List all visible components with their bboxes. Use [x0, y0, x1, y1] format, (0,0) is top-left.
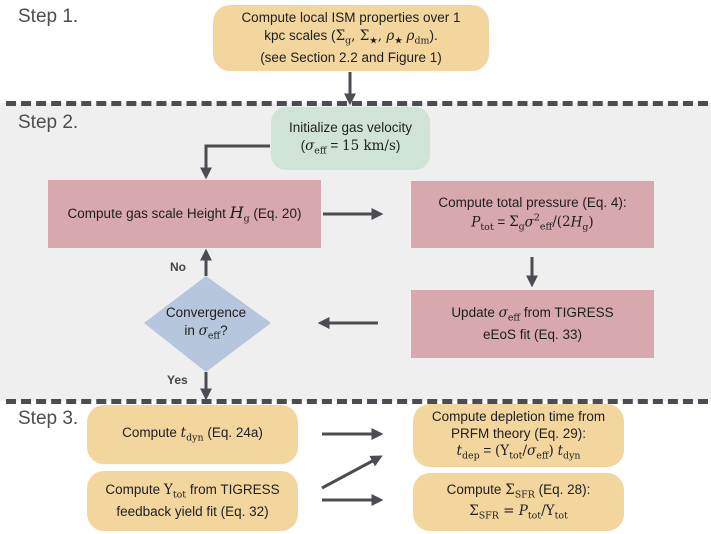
convergence-line1: Convergence: [165, 305, 247, 321]
arrow-yield-to-depletion: [321, 455, 383, 490]
depletion-line1: Compute depletion time from: [431, 408, 606, 424]
no-label: No: [170, 260, 186, 274]
init-line1: Initialize gas velocity: [288, 119, 413, 135]
height-line: Compute gas scale Height Hg (Eq. 20): [67, 202, 302, 225]
yes-label: Yes: [167, 373, 188, 387]
sfr-formula: ΣSFR = Ptot/Υtot: [469, 503, 568, 522]
pressure-formula: Ptot = Σgσ2eff/(2Hg): [471, 212, 594, 233]
ism-line1: Compute local ISM properties over 1: [241, 10, 461, 26]
convergence-line2: in σeff?: [184, 323, 228, 343]
tdyn-box: Compute tdyn (Eq. 24a): [87, 405, 298, 464]
yield-line1: Compute Υtot from TIGRESS: [105, 482, 280, 501]
depletion-line2: PRFM theory (Eq. 29):: [450, 425, 587, 441]
gas-scale-height-box: Compute gas scale Height Hg (Eq. 20): [48, 180, 321, 248]
update-line2: eEoS fit (Eq. 33): [482, 326, 583, 342]
yield-line2: feedback yield fit (Eq. 32): [116, 503, 269, 519]
ism-properties-box: Compute local ISM properties over 1 kpc …: [213, 5, 489, 71]
convergence-text: Convergence in σeff?: [150, 302, 262, 346]
update-sigma-box: Update σeff from TIGRESS eEoS fit (Eq. 3…: [411, 290, 654, 358]
update-line1: Update σeff from TIGRESS: [451, 305, 614, 324]
convergence-diamond: [144, 276, 271, 372]
divider-step3: [6, 399, 708, 404]
ism-line2: kpc scales (Σg, Σ★, ρ★ ρdm).: [264, 28, 438, 47]
depletion-time-box: Compute depletion time from PRFM theory …: [413, 404, 624, 467]
step3-label: Step 3.: [18, 408, 79, 429]
init-line2: (σeff = 15 km/s): [300, 137, 401, 157]
initialize-velocity-box: Initialize gas velocity (σeff = 15 km/s): [271, 107, 430, 170]
ism-line3: (see Section 2.2 and Figure 1): [260, 49, 442, 65]
step1-label: Step 1.: [18, 6, 79, 27]
yield-box: Compute Υtot from TIGRESS feedback yield…: [87, 471, 298, 531]
depletion-formula: tdep = (Υtot/σeff) tdyn: [456, 442, 581, 462]
divider-step2: [6, 101, 708, 106]
sfr-box: Compute ΣSFR (Eq. 28): ΣSFR = Ptot/Υtot: [413, 473, 624, 531]
step2-label: Step 2.: [18, 112, 79, 133]
tdyn-line: Compute tdyn (Eq. 24a): [122, 424, 263, 444]
pressure-line1: Compute total pressure (Eq. 4):: [438, 195, 627, 211]
sfr-line1: Compute ΣSFR (Eq. 28):: [446, 481, 591, 501]
arrow-init-to-height: [200, 144, 270, 180]
total-pressure-box: Compute total pressure (Eq. 4): Ptot = Σ…: [411, 181, 654, 248]
